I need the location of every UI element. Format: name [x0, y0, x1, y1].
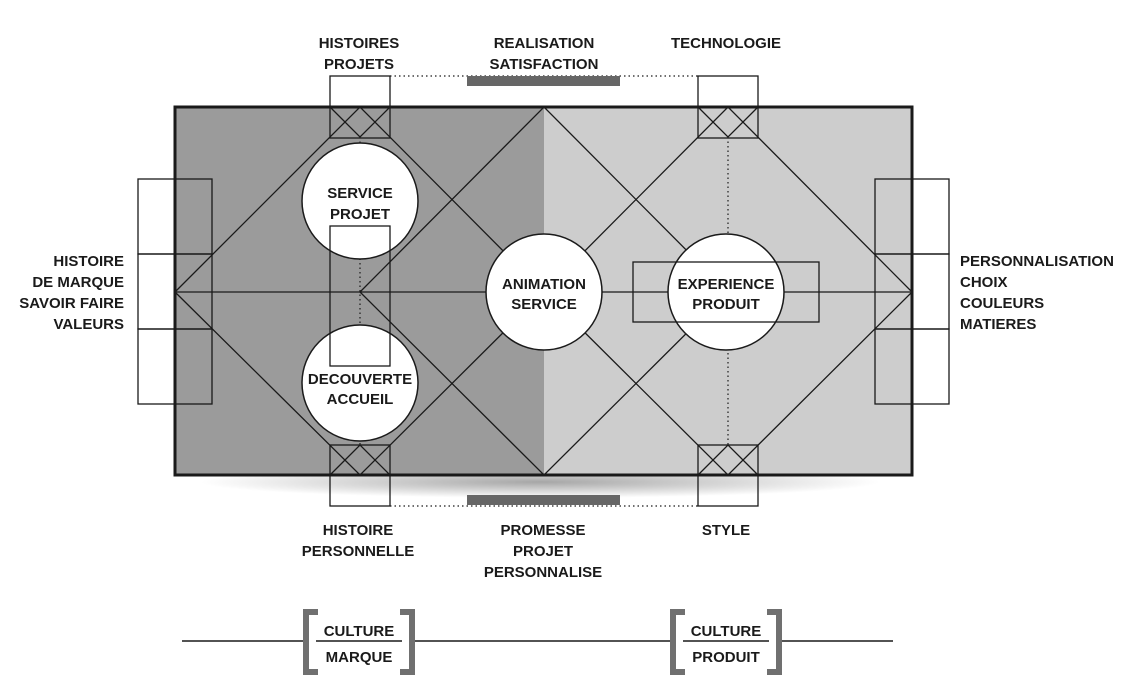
right-label-personnalisation: PERSONNALISATION — [960, 253, 1114, 270]
top-label-technologie: TECHNOLOGIE — [671, 35, 781, 52]
bottom-label-projet: PROJET — [513, 543, 573, 560]
left-label-savoir-faire: SAVOIR FAIRE — [19, 295, 124, 312]
bottom-label-style: STYLE — [702, 522, 750, 539]
label-experience: EXPERIENCE — [678, 276, 775, 293]
left-label-histoire: HISTOIRE — [53, 253, 124, 270]
left-label-valeurs: VALEURS — [53, 316, 124, 333]
label-animation: ANIMATION — [502, 276, 586, 293]
culture-marque-label-culture: CULTURE — [324, 623, 395, 640]
edge-squares — [329, 75, 759, 507]
label-service: SERVICE — [327, 185, 393, 202]
culture-produit-label-produit: PRODUIT — [692, 649, 760, 666]
top-bar — [467, 76, 620, 86]
top-label-realisation: REALISATION — [494, 35, 595, 52]
top-label-satisfaction: SATISFACTION — [490, 56, 599, 73]
label-projet: PROJET — [330, 206, 390, 223]
label-produit: PRODUIT — [692, 296, 760, 313]
right-tabs — [874, 178, 950, 405]
overlay-rects — [329, 225, 820, 367]
label-service-center: SERVICE — [511, 296, 577, 313]
bottom-bar — [467, 495, 620, 505]
culture-produit-group: CULTURE PRODUIT — [670, 609, 782, 675]
circle-animation-service — [485, 233, 603, 351]
bottom-label-histoire: HISTOIRE — [323, 522, 394, 539]
culture-marque-label-marque: MARQUE — [326, 649, 393, 666]
label-decouverte: DECOUVERTE — [308, 371, 412, 388]
circles — [301, 142, 785, 442]
main-border — [173, 105, 914, 477]
left-label-de-marque: DE MARQUE — [32, 274, 124, 291]
right-label-couleurs: COULEURS — [960, 295, 1044, 312]
culture-marque-group: CULTURE MARQUE — [303, 609, 415, 675]
bottom-label-promesse: PROMESSE — [500, 522, 585, 539]
circle-experience-produit — [667, 233, 785, 351]
circle-decouverte-accueil — [301, 324, 419, 442]
circle-service-projet — [301, 142, 419, 260]
bottom-label-personnalise: PERSONNALISE — [484, 564, 602, 581]
top-label-histoires: HISTOIRES — [319, 35, 400, 52]
right-label-choix: CHOIX — [960, 274, 1008, 291]
label-accueil: ACCUEIL — [327, 391, 394, 408]
right-label-matieres: MATIERES — [960, 316, 1036, 333]
left-tabs — [137, 178, 213, 405]
culture-produit-label-culture: CULTURE — [691, 623, 762, 640]
bottom-label-personnelle: PERSONNELLE — [302, 543, 415, 560]
top-label-projets: PROJETS — [324, 56, 394, 73]
